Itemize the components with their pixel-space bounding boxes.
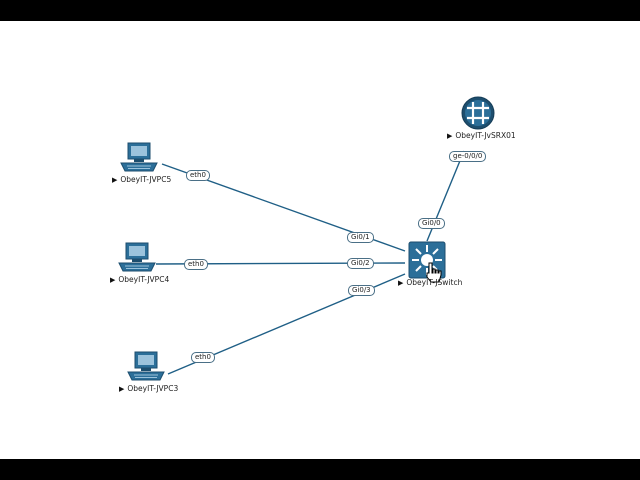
port-label-switch-gi0-2[interactable]: Gi0/2 xyxy=(347,258,374,269)
firewall-router-icon xyxy=(461,96,495,130)
port-label-pc3-eth0[interactable]: eth0 xyxy=(191,352,215,363)
expand-arrow-icon[interactable]: ▶ xyxy=(398,279,404,287)
topology-canvas[interactable]: ▶ObeyIT-JVPC5 ▶ObeyIT-JVPC4 ▶ObeyIT-JVPC… xyxy=(0,21,640,459)
node-label-pc5[interactable]: ▶ObeyIT-JVPC5 xyxy=(112,175,172,184)
port-label-pc5-eth0[interactable]: eth0 xyxy=(186,170,210,181)
port-label-switch-gi0-1[interactable]: Gi0/1 xyxy=(347,232,374,243)
node-label-router[interactable]: ▶ObeyIT-JvSRX01 xyxy=(447,131,516,140)
desktop-pc-icon xyxy=(118,242,156,272)
expand-arrow-icon[interactable]: ▶ xyxy=(119,385,125,393)
expand-arrow-icon[interactable]: ▶ xyxy=(447,132,453,140)
node-label-pc3[interactable]: ▶ObeyIT-JVPC3 xyxy=(119,384,179,393)
desktop-pc-icon xyxy=(120,142,158,172)
expand-arrow-icon[interactable]: ▶ xyxy=(110,276,116,284)
expand-arrow-icon[interactable]: ▶ xyxy=(112,176,118,184)
topology-links xyxy=(155,150,465,375)
port-label-router-ge-0-0-0[interactable]: ge-0/0/0 xyxy=(449,151,487,162)
node-label-switch[interactable]: ▶ObeyIT-JSwitch xyxy=(398,278,463,287)
node-label-pc4[interactable]: ▶ObeyIT-JVPC4 xyxy=(110,275,170,284)
desktop-pc-icon xyxy=(127,351,165,381)
port-label-switch-gi0-3[interactable]: Gi0/3 xyxy=(348,285,375,296)
port-label-pc4-eth0[interactable]: eth0 xyxy=(184,259,208,270)
hand-cursor-icon xyxy=(426,262,442,283)
port-label-switch-gi0-0[interactable]: Gi0/0 xyxy=(418,218,445,229)
